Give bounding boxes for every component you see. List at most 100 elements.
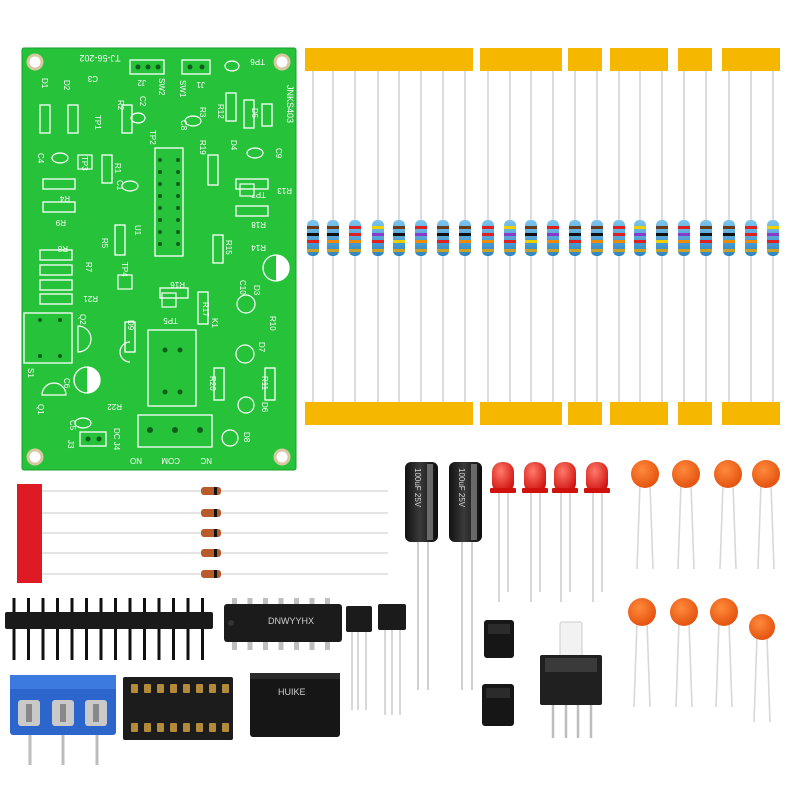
resistor: [525, 220, 537, 256]
label-j3: J3: [66, 440, 75, 449]
resistor: [504, 220, 516, 256]
label-tp6: TP6: [250, 57, 265, 66]
label-r16: R16: [170, 280, 185, 289]
label-q2: Q2: [78, 314, 87, 325]
ic-marking: DNWYYHX: [268, 616, 314, 626]
ceramic-capacitor: [749, 614, 775, 723]
resistor: [349, 220, 361, 256]
label-k1: K1: [210, 318, 219, 328]
label-r7: R7: [84, 262, 93, 273]
ceramic-capacitor: [714, 460, 742, 570]
label-sw1: SW1: [178, 80, 187, 98]
electrolytic-capacitor: 100uF 25V: [405, 462, 438, 690]
label-j2: J2: [137, 78, 146, 87]
label-nc: NC: [200, 456, 212, 465]
resistor: [307, 220, 319, 256]
resistor: [415, 220, 427, 256]
resistor: [634, 220, 646, 256]
resistor: [372, 220, 384, 256]
label-d3: D3: [252, 285, 261, 296]
diode-1n4148: [201, 509, 221, 517]
label-c4: C4: [36, 153, 45, 164]
label-d8: D8: [242, 432, 251, 443]
ceramic-capacitor: [710, 598, 738, 708]
label-no: NO: [130, 456, 142, 465]
push-button-switch: [540, 621, 602, 738]
diode-1n4148: [201, 570, 221, 578]
label-sw2: SW2: [157, 78, 166, 96]
label-d1: D1: [40, 78, 49, 89]
red-led: [552, 462, 578, 602]
label-dc-j4: DC J4: [112, 428, 121, 451]
label-s1: S1: [26, 368, 35, 378]
label-r4: R4: [59, 194, 70, 203]
resistor: [459, 220, 471, 256]
pcb-board: TJ-56-202 JNKS403 TP6 C3 J2 SW2 SW1 J1 D…: [21, 47, 297, 471]
label-r9: R9: [55, 218, 66, 227]
relay: HUIKE: [250, 673, 340, 737]
pcb-kit-code: JNKS403: [285, 85, 295, 123]
dip-ic-chip: DNWYYHX: [224, 598, 342, 650]
resistor: [678, 220, 690, 256]
diode-1n4148: [201, 549, 221, 557]
label-r15: R15: [224, 240, 233, 255]
ic-socket: [123, 677, 233, 740]
red-led: [490, 462, 516, 602]
diode-strip: [17, 484, 388, 583]
pcb-silkscreen-labels: TJ-56-202 JNKS403 TP6 C3 J2 SW2 SW1 J1 D…: [26, 53, 295, 465]
red-led: [584, 462, 610, 602]
label-c2: C2: [138, 96, 147, 107]
ceramic-capacitor: [628, 598, 656, 708]
ceramic-capacitor: [752, 460, 780, 570]
relay-marking: HUIKE: [278, 687, 306, 697]
red-led: [522, 462, 548, 602]
jumper-cap: [484, 620, 514, 658]
resistor: [569, 220, 581, 256]
label-c1: C1: [115, 180, 124, 191]
label-r17: R17: [201, 302, 210, 317]
label-c9: C9: [274, 148, 283, 159]
label-r11: R11: [260, 376, 269, 391]
electrolytic-capacitor: 100uF 25V: [449, 462, 482, 690]
to92-transistor: [378, 604, 406, 715]
label-d5: D5: [250, 108, 259, 119]
label-r19: R19: [198, 140, 207, 155]
label-tp5: TP5: [163, 316, 178, 325]
resistor: [393, 220, 405, 256]
label-c10: C10: [238, 280, 247, 295]
label-tp4: TP4: [120, 262, 129, 277]
diode-1n4148: [201, 487, 221, 495]
capacitor-rating-1: 100uF 25V: [413, 468, 422, 508]
label-r20: R20: [208, 376, 217, 391]
ceramic-capacitor: [672, 460, 700, 570]
label-tp2: TP2: [148, 130, 157, 145]
resistor: [613, 220, 625, 256]
label-d7: D7: [257, 342, 266, 353]
label-r3: R3: [198, 107, 207, 118]
resistor: [700, 220, 712, 256]
resistor-strip: [305, 48, 780, 425]
red-leds: [490, 462, 610, 602]
resistor: [745, 220, 757, 256]
label-tp3: TP3: [80, 156, 89, 171]
label-r1: R1: [113, 163, 122, 174]
ceramic-capacitor: [670, 598, 698, 708]
diode-1n4148: [201, 529, 221, 537]
label-com: COM: [161, 456, 180, 465]
label-d2: D2: [62, 80, 71, 91]
screw-terminal-block: [10, 675, 116, 765]
jumper-cap: [482, 684, 514, 726]
label-u1: U1: [133, 225, 142, 236]
label-c3: C3: [87, 74, 98, 83]
resistor: [547, 220, 559, 256]
label-r13: R13: [277, 186, 292, 195]
resistor: [656, 220, 668, 256]
label-r18: R18: [251, 220, 266, 229]
label-r14: R14: [251, 243, 266, 252]
label-tp7: TP7: [251, 190, 266, 199]
resistor: [767, 220, 779, 256]
label-r21: R21: [83, 294, 98, 303]
label-j1: J1: [196, 80, 205, 89]
label-r10: R10: [268, 316, 277, 331]
